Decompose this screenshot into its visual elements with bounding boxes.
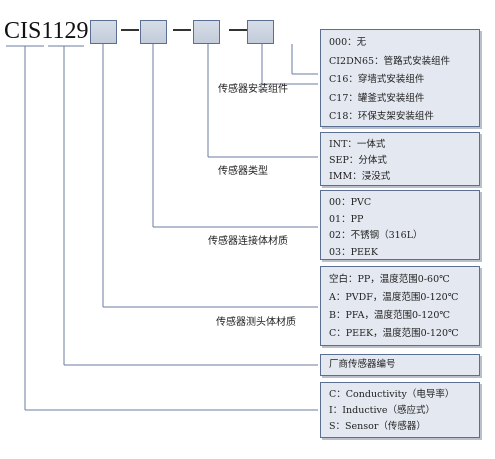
code-slot-4 xyxy=(247,20,274,44)
option-line: I：Inductive（感应式） xyxy=(329,405,435,416)
option-line: 00：PVC xyxy=(329,197,372,208)
option-line: S：Sensor（传感器） xyxy=(329,421,426,432)
probe-options-box: 空白：PP，温度范围0-60℃ A：PVDF，温度范围0-120℃ B：PFA，… xyxy=(320,266,480,346)
separator-3 xyxy=(229,29,247,31)
option-line: CI2DN65：管路式安装组件 xyxy=(329,55,451,67)
option-line: 空白：PP，温度范围0-60℃ xyxy=(329,274,450,285)
connector-group-label: 传感器连接体材质 xyxy=(208,236,288,247)
code-slot-1 xyxy=(90,20,117,44)
option-line: C：PEEK，温度范围0-120℃ xyxy=(329,328,459,339)
install-options-box: 000：无 CI2DN65：管路式安装组件 C16：穿墙式安装组件 C17：罐釜… xyxy=(320,29,480,127)
connector-options-box: 00：PVC 01：PP 02：不锈钢（316L） 03：PEEK xyxy=(320,190,480,260)
code-slot-3 xyxy=(193,20,220,44)
option-line: INT：一体式 xyxy=(329,139,386,150)
sensor-options-box: C：Conductivity（电导率） I：Inductive（感应式） S：S… xyxy=(320,382,480,438)
type-group-label: 传感器类型 xyxy=(218,166,268,177)
option-line: 03：PEEK xyxy=(329,246,378,258)
type-options-box: INT：一体式 SEP：分体式 IMM：浸没式 xyxy=(320,132,480,186)
separator-2 xyxy=(173,29,191,31)
probe-group-label: 传感器测头体材质 xyxy=(216,317,296,328)
option-line: B：PFA，温度范围0-120℃ xyxy=(329,310,451,321)
product-code-prefix: CIS1129 xyxy=(4,18,89,44)
code-slot-2 xyxy=(140,20,167,44)
option-line: C17：罐釜式安装组件 xyxy=(329,92,425,104)
option-line: C：Conductivity（电导率） xyxy=(329,389,455,400)
option-line: SEP：分体式 xyxy=(329,155,387,166)
option-line: 02：不锈钢（316L） xyxy=(329,230,423,241)
option-line: 000：无 xyxy=(329,37,367,48)
option-line: A：PVDF，温度范围0-120℃ xyxy=(329,292,459,303)
option-line: C18：环保支架安装组件 xyxy=(329,111,434,122)
maker-number-box: 厂商传感器编号 xyxy=(320,354,480,376)
install-group-label: 传感器安装组件 xyxy=(218,84,288,95)
option-line: C16：穿墙式安装组件 xyxy=(329,74,425,85)
option-line: IMM：浸没式 xyxy=(329,171,391,182)
option-line: 厂商传感器编号 xyxy=(329,359,396,370)
option-line: 01：PP xyxy=(329,213,364,225)
separator-1 xyxy=(121,29,139,31)
